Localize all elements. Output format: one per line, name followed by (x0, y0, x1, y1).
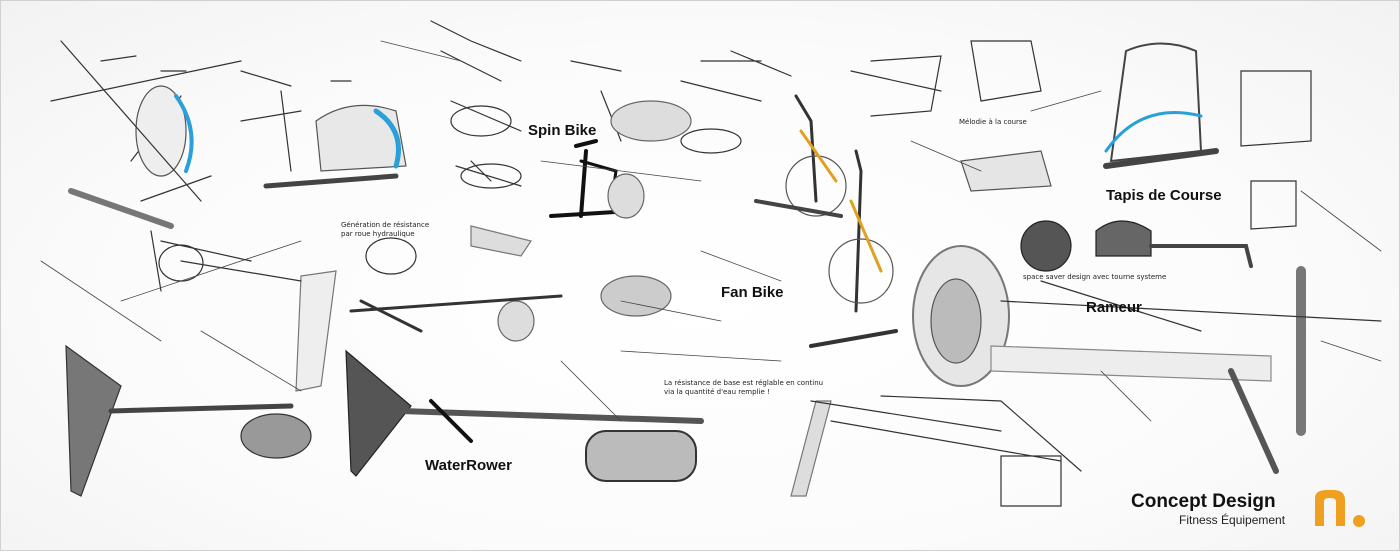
brand-logo-icon (1315, 490, 1365, 527)
note-generation-line1: Génération de résistance (341, 221, 430, 229)
label-rameur: Rameur (1086, 299, 1142, 316)
top-sketches (430, 20, 792, 189)
label-tapis: Tapis de Course (1106, 187, 1222, 204)
brand-subtitle: Fitness Équipement (1179, 513, 1286, 527)
note-generation-line2: par roue hydraulique (341, 230, 415, 238)
treadmill-sketches (850, 40, 1312, 230)
rameur-sketch (912, 245, 1382, 474)
label-fan-bike: Fan Bike (721, 284, 784, 301)
construction-lines (40, 40, 1382, 422)
note-space-saver: space saver design avec tourne systeme (1023, 273, 1167, 281)
spin-bike-black (549, 139, 645, 219)
spin-bike-sketch-1 (50, 40, 242, 229)
note-melodie: Mélodie à la course (959, 118, 1027, 126)
label-spin-bike: Spin Bike (528, 122, 597, 139)
spin-bike-sketch-2 (240, 70, 407, 189)
waterrower-sketches (65, 344, 704, 497)
note-resistance-line2: via la quantité d'eau remplie ! (664, 388, 770, 396)
label-waterrower: WaterRower (425, 457, 512, 474)
space-saver-sketches (1020, 220, 1253, 272)
note-resistance-line1: La résistance de base est réglable en co… (664, 379, 824, 387)
fan-bike-sketches (754, 94, 898, 348)
note-resistance: La résistance de base est réglable en co… (664, 379, 823, 397)
rower-bottom-sketch (790, 395, 1082, 507)
rower-middle-sketches (150, 225, 672, 392)
brand-title: Concept Design (1131, 491, 1276, 512)
note-generation: Génération de résistance par roue hydrau… (341, 221, 429, 239)
